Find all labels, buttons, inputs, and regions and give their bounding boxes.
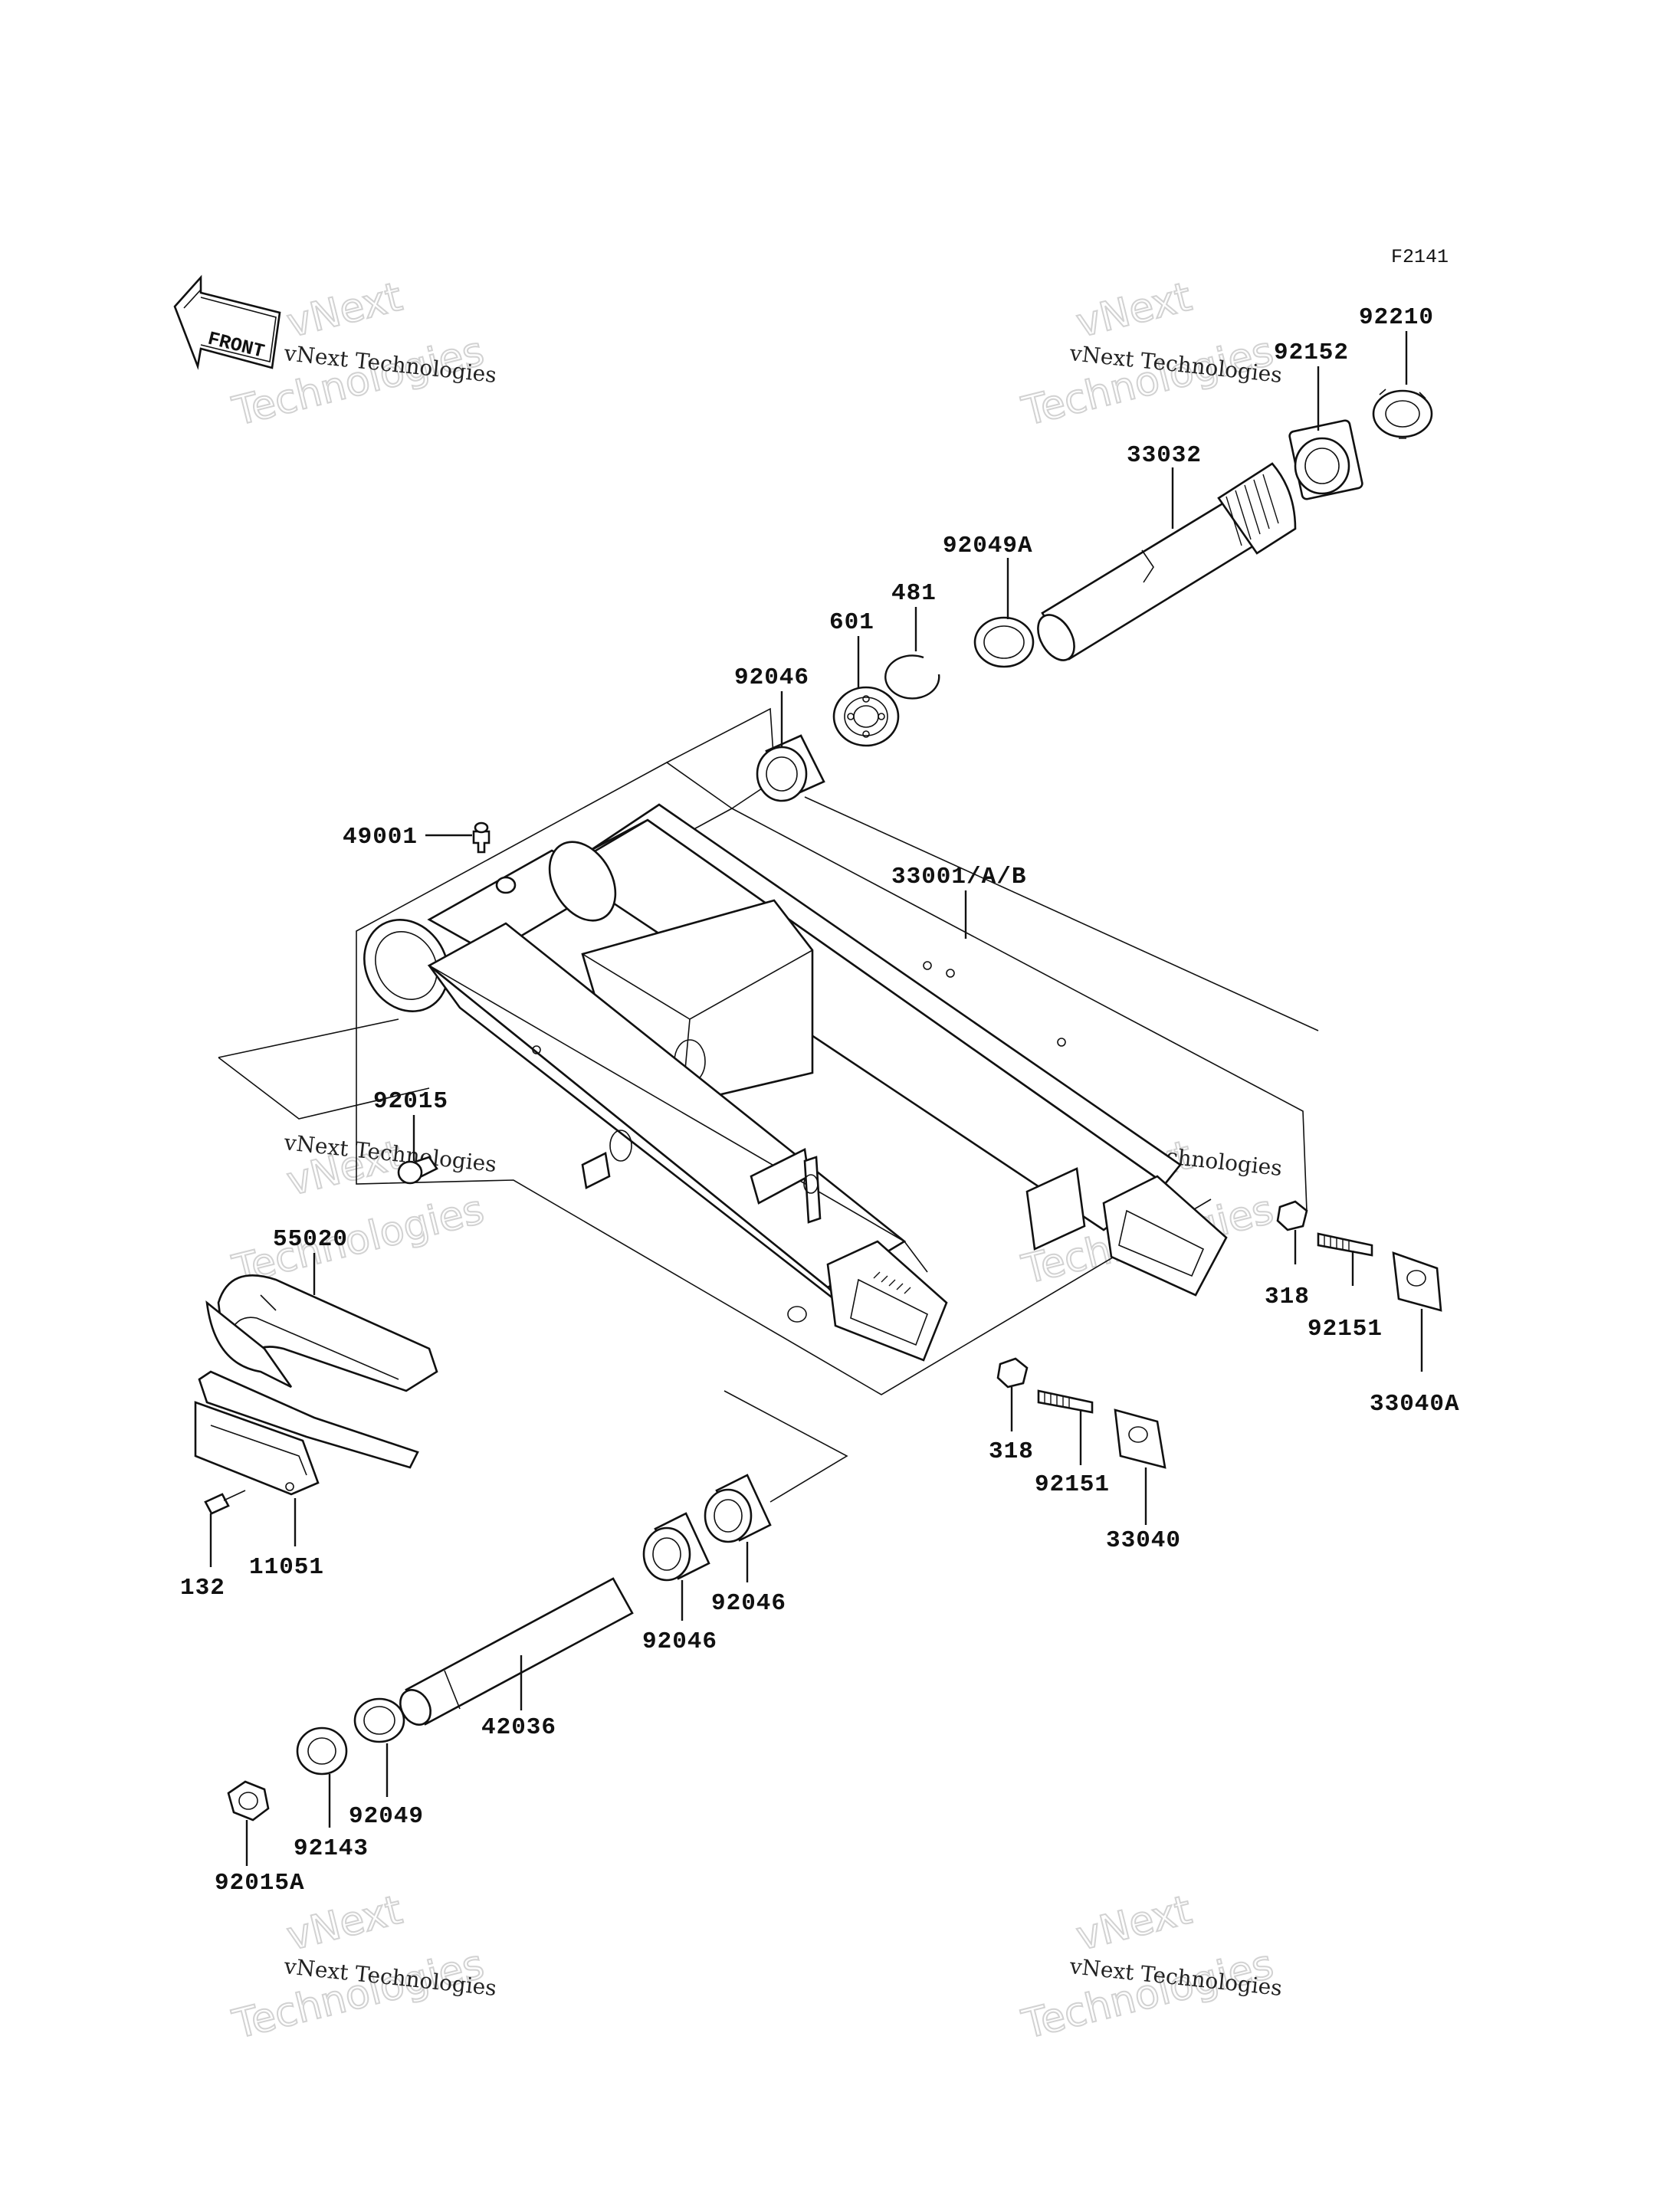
chain-slider-11051 [194, 1370, 419, 1496]
label-92143: 92143 [294, 1835, 369, 1862]
bolt-132 [204, 1490, 246, 1515]
needle-bearing-92046-top [756, 734, 825, 802]
label-92151-right: 92151 [1308, 1316, 1383, 1343]
swingarm-33001 [363, 803, 1228, 1362]
seal-92152 [1288, 419, 1363, 500]
label-318-mid: 318 [989, 1438, 1034, 1465]
svg-text:vNext: vNext [283, 1887, 407, 1960]
label-11051: 11051 [249, 1554, 324, 1581]
watermark-bottom-left: vNext Technologies vNext Technologies [228, 1887, 498, 2049]
spacer-92143 [296, 1726, 348, 1776]
label-55020: 55020 [273, 1226, 348, 1253]
chain-guard-55020 [205, 1274, 438, 1392]
pivot-shaft-33032 [1037, 462, 1297, 661]
watermark-bottom-right: vNext Technologies vNext Technologies [1017, 1887, 1284, 2049]
needle-bearing-92046-mid [642, 1512, 710, 1582]
part-labels: 92210 92152 33032 92049A 481 601 92046 4… [180, 304, 1460, 1897]
bolt-92151-right [1317, 1232, 1373, 1257]
svg-text:vNext: vNext [1072, 274, 1196, 347]
label-92015: 92015 [373, 1088, 448, 1115]
label-92151-mid: 92151 [1035, 1471, 1110, 1498]
bolt-92015 [397, 1156, 438, 1185]
label-92049A: 92049A [943, 533, 1033, 559]
needle-bearing-92046-low [704, 1474, 772, 1543]
label-49001: 49001 [343, 824, 418, 851]
svg-text:vNext: vNext [283, 274, 407, 347]
label-92210: 92210 [1359, 304, 1434, 331]
sleeve-42036 [399, 1577, 634, 1726]
label-318-right: 318 [1265, 1284, 1310, 1310]
label-42036: 42036 [481, 1714, 556, 1741]
label-92046-top: 92046 [734, 664, 809, 691]
label-33032: 33032 [1127, 442, 1202, 469]
watermark-mid-left: vNext Technologies vNext Technologies [228, 1130, 498, 1294]
label-601: 601 [829, 609, 874, 636]
svg-text:vNext: vNext [1072, 1887, 1196, 1960]
locknut-92210 [1372, 389, 1433, 439]
collar-92049A [973, 616, 1035, 668]
figure-id: F2141 [1391, 246, 1449, 268]
label-33040A: 33040A [1370, 1391, 1460, 1418]
nut-318-mid [996, 1357, 1029, 1389]
label-132: 132 [180, 1575, 225, 1602]
nut-92015A [227, 1780, 270, 1822]
front-arrow-icon: FRONT [173, 274, 281, 370]
adjuster-plate-33040A [1392, 1251, 1442, 1312]
label-92049: 92049 [349, 1803, 424, 1830]
leader-lines [209, 331, 1423, 1866]
label-481: 481 [891, 580, 937, 607]
grease-nipple-49001 [472, 821, 491, 854]
label-92046-low: 92046 [711, 1590, 786, 1617]
adjuster-plate-33040 [1114, 1408, 1166, 1469]
label-92015A: 92015A [215, 1870, 305, 1897]
label-33040: 33040 [1106, 1527, 1181, 1554]
label-33001: 33001/A/B [891, 864, 1026, 890]
nut-318-right [1276, 1200, 1308, 1231]
ball-bearing-601 [832, 686, 900, 747]
collar-92049 [353, 1697, 405, 1743]
label-92152: 92152 [1274, 339, 1349, 366]
label-92046-mid: 92046 [642, 1628, 717, 1655]
assembly-lines [218, 707, 1319, 1503]
circlip-481 [884, 654, 940, 700]
watermark-top-right: vNext Technologies vNext Technologies [1017, 274, 1284, 436]
bolt-92151-mid [1037, 1389, 1094, 1414]
